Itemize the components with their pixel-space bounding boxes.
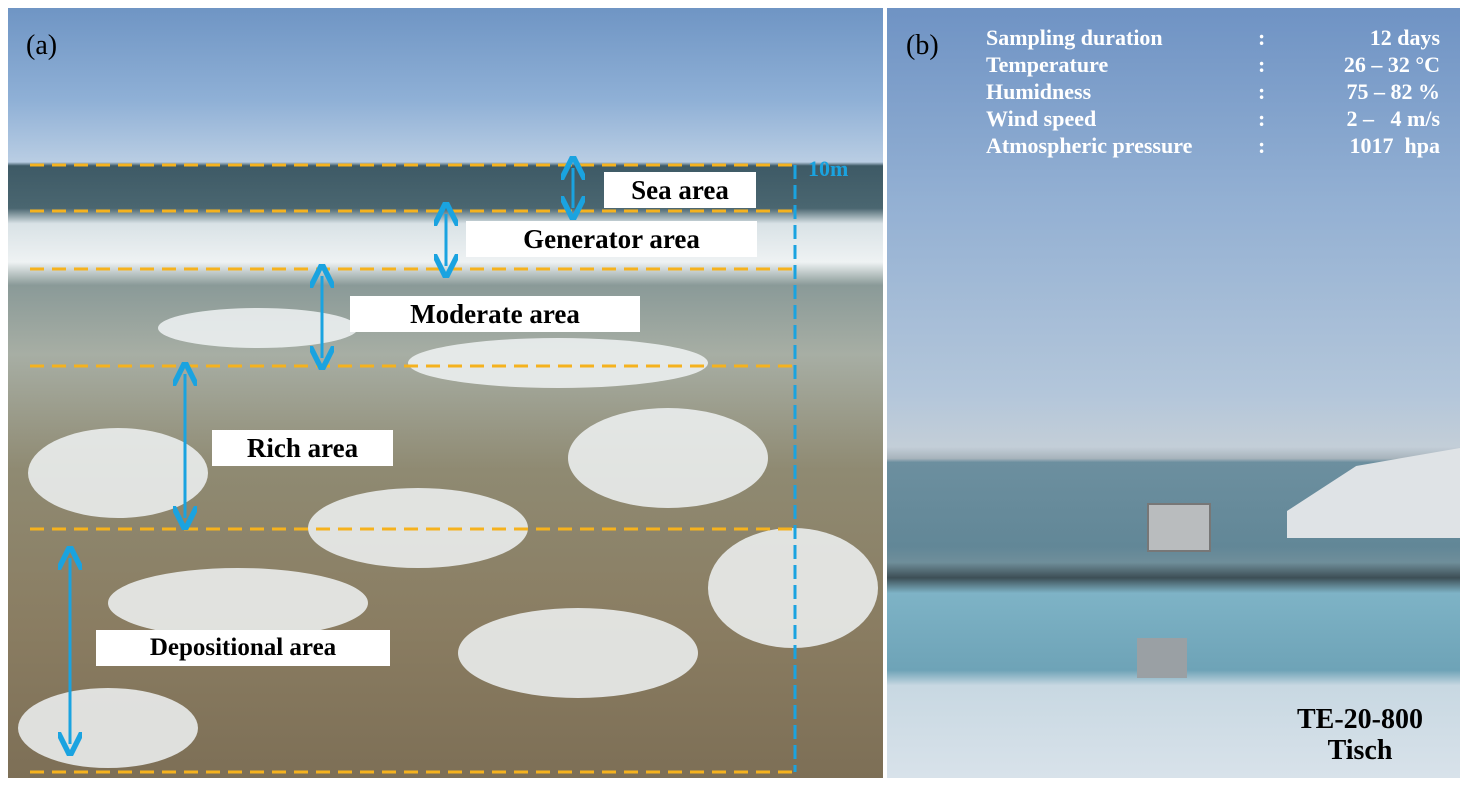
sampling-site-photo xyxy=(887,8,1460,778)
separator: : xyxy=(1258,52,1266,77)
sampler-motor xyxy=(1137,638,1187,678)
sampler-brand: Tisch xyxy=(1327,735,1393,766)
separator: : xyxy=(1258,133,1266,158)
condition-row: Humidness: 75 – 82 % xyxy=(986,78,1440,105)
zone-boundaries xyxy=(30,163,795,774)
zone-label-generator: Generator area xyxy=(466,221,757,257)
condition-label: Humidness xyxy=(986,79,1092,104)
condition-row: Wind speed: 2 – 4 m/s xyxy=(986,105,1440,132)
sampler-label: TE-20-800 Tisch xyxy=(1270,704,1450,766)
separator: : xyxy=(1258,25,1266,50)
condition-label: Atmospheric pressure xyxy=(986,133,1193,158)
zone-label-moderate: Moderate area xyxy=(350,296,640,332)
sampling-conditions: Sampling duration: 12 days Temperature: 26… xyxy=(986,24,1440,159)
separator: : xyxy=(1258,106,1266,131)
condition-value: 26 – 32 °C xyxy=(1343,52,1440,77)
condition-row: Atmospheric pressure: 1017 hpa xyxy=(986,132,1440,159)
condition-value: 12 days xyxy=(1369,25,1440,50)
condition-label: Wind speed xyxy=(986,106,1097,131)
panel-a-letter: (a) xyxy=(26,30,58,61)
separator: : xyxy=(1258,79,1266,104)
condition-value: 1017 hpa xyxy=(1349,133,1440,158)
sampler-model: TE-20-800 xyxy=(1297,704,1423,735)
condition-value: 75 – 82 % xyxy=(1346,79,1441,104)
condition-value: 2 – 4 m/s xyxy=(1346,106,1441,131)
air-sampler xyxy=(1147,503,1211,552)
condition-row: Temperature: 26 – 32 °C xyxy=(986,51,1440,78)
zone-label-rich: Rich area xyxy=(212,430,393,466)
panel-b-letter: (b) xyxy=(906,30,939,61)
zone-label-sea: Sea area xyxy=(604,172,756,208)
condition-label: Sampling duration xyxy=(986,25,1163,50)
zone-label-depositional: Depositional area xyxy=(96,630,390,666)
scale-label: 10m xyxy=(808,156,849,181)
condition-label: Temperature xyxy=(986,52,1109,77)
condition-row: Sampling duration: 12 days xyxy=(986,24,1440,51)
